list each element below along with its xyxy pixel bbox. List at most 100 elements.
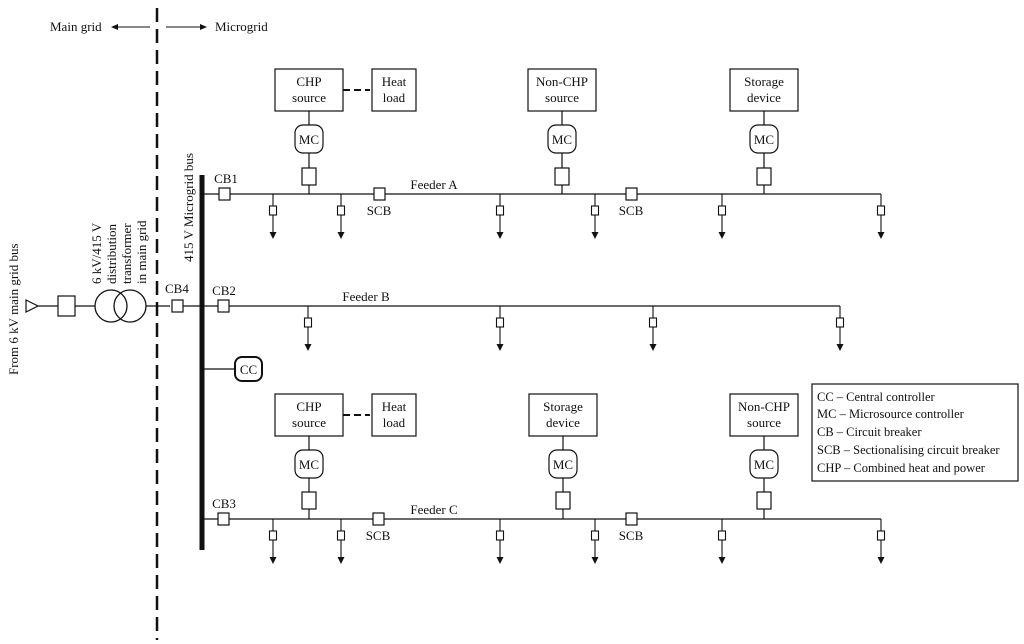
cb2-breaker bbox=[217, 299, 230, 313]
feeder-b-loads bbox=[303, 306, 845, 351]
transformer-coil-right-icon bbox=[113, 289, 147, 323]
load-arrow-icon bbox=[718, 557, 726, 564]
load-tap bbox=[590, 519, 600, 564]
cb4-breaker bbox=[171, 299, 184, 313]
svg-text:MC: MC bbox=[552, 132, 572, 147]
svg-text:source: source bbox=[747, 415, 781, 430]
feeder-b: CB2 Feeder B bbox=[202, 283, 845, 351]
heat-load-box bbox=[371, 393, 417, 437]
cb1-label: CB1 bbox=[214, 171, 238, 186]
load-tap bbox=[876, 194, 886, 239]
svg-text:CHP: CHP bbox=[296, 74, 321, 89]
svg-text:source: source bbox=[545, 90, 579, 105]
legend-item: MC – Microsource controller bbox=[817, 407, 965, 421]
scb-breaker bbox=[373, 187, 386, 201]
microgrid-label: Microgrid bbox=[215, 19, 268, 34]
scb-label: SCB bbox=[367, 203, 392, 218]
load-breaker bbox=[876, 205, 886, 216]
svg-text:MC: MC bbox=[754, 457, 774, 472]
load-tap bbox=[268, 194, 278, 239]
scb-label: SCB bbox=[619, 203, 644, 218]
feeder-a: CB1 Feeder A SCB SCB CHP source Heat loa… bbox=[202, 68, 886, 239]
svg-text:Non-CHP: Non-CHP bbox=[536, 74, 588, 89]
svg-text:Storage: Storage bbox=[744, 74, 784, 89]
feeder-c: CB3 Feeder C SCB SCB CHP source Heat loa… bbox=[202, 393, 886, 564]
load-arrow-icon bbox=[591, 557, 599, 564]
scb-breaker bbox=[625, 187, 638, 201]
load-tap bbox=[717, 519, 727, 564]
load-breaker bbox=[590, 530, 600, 541]
load-arrow-icon bbox=[649, 344, 657, 351]
legend-item: CC – Central controller bbox=[817, 390, 936, 404]
svg-text:CHP: CHP bbox=[296, 399, 321, 414]
feeder-c-label: Feeder C bbox=[410, 502, 457, 517]
load-breaker bbox=[268, 530, 278, 541]
legend: CC – Central controller MC – Microsource… bbox=[811, 383, 1019, 482]
load-tap bbox=[835, 306, 845, 351]
feeder-b-label: Feeder B bbox=[342, 289, 390, 304]
load-breaker bbox=[303, 317, 313, 328]
cb2-label: CB2 bbox=[212, 283, 236, 298]
load-tap bbox=[303, 306, 313, 351]
legend-item: CB – Circuit breaker bbox=[817, 425, 922, 439]
source-breaker bbox=[554, 167, 570, 186]
load-arrow-icon bbox=[337, 232, 345, 239]
main-breaker-box bbox=[57, 295, 76, 317]
load-breaker bbox=[495, 317, 505, 328]
svg-text:device: device bbox=[747, 90, 781, 105]
cb1-breaker bbox=[218, 187, 231, 201]
chp-source-box bbox=[274, 393, 344, 437]
transformer-coil-left-icon bbox=[94, 289, 128, 323]
svg-text:load: load bbox=[383, 415, 406, 430]
load-breaker bbox=[495, 530, 505, 541]
cb4-label: CB4 bbox=[165, 281, 189, 296]
load-arrow-icon bbox=[337, 557, 345, 564]
svg-text:device: device bbox=[546, 415, 580, 430]
load-breaker bbox=[835, 317, 845, 328]
load-arrow-icon bbox=[496, 344, 504, 351]
load-arrow-icon bbox=[836, 344, 844, 351]
load-breaker bbox=[717, 205, 727, 216]
legend-item: SCB – Sectionalising circuit breaker bbox=[817, 443, 1000, 457]
svg-text:source: source bbox=[292, 415, 326, 430]
source-breaker bbox=[756, 167, 772, 186]
load-tap bbox=[495, 519, 505, 564]
load-arrow-icon bbox=[718, 232, 726, 239]
cb3-breaker bbox=[217, 512, 230, 526]
main-grid-label: Main grid bbox=[50, 19, 102, 34]
load-breaker bbox=[336, 205, 346, 216]
load-breaker bbox=[590, 205, 600, 216]
load-arrow-icon bbox=[877, 557, 885, 564]
bus-triangle-icon bbox=[25, 299, 40, 313]
load-tap bbox=[876, 519, 886, 564]
load-arrow-icon bbox=[496, 557, 504, 564]
svg-text:distribution: distribution bbox=[104, 224, 119, 284]
non-chp-source-box bbox=[527, 68, 597, 112]
feeder-a-loads bbox=[268, 194, 886, 239]
load-breaker bbox=[717, 530, 727, 541]
svg-text:source: source bbox=[292, 90, 326, 105]
load-tap bbox=[648, 306, 658, 351]
non-chp-source-box bbox=[729, 393, 799, 437]
svg-text:load: load bbox=[383, 90, 406, 105]
scb-label: SCB bbox=[366, 528, 391, 543]
microgrid-bus-label: 415 V Microgrid bus bbox=[181, 153, 196, 262]
source-breaker bbox=[301, 167, 317, 186]
svg-text:MC: MC bbox=[553, 457, 573, 472]
load-arrow-icon bbox=[496, 232, 504, 239]
load-arrow-icon bbox=[269, 557, 277, 564]
svg-text:MC: MC bbox=[299, 132, 319, 147]
load-tap bbox=[495, 194, 505, 239]
load-breaker bbox=[648, 317, 658, 328]
load-tap bbox=[268, 519, 278, 564]
legend-box bbox=[811, 383, 1019, 482]
load-breaker bbox=[336, 530, 346, 541]
svg-text:Heat: Heat bbox=[382, 399, 407, 414]
load-arrow-icon bbox=[591, 232, 599, 239]
scb-breaker bbox=[372, 512, 385, 526]
load-tap bbox=[495, 306, 505, 351]
cb3-label: CB3 bbox=[212, 496, 236, 511]
source-breaker bbox=[756, 491, 772, 510]
